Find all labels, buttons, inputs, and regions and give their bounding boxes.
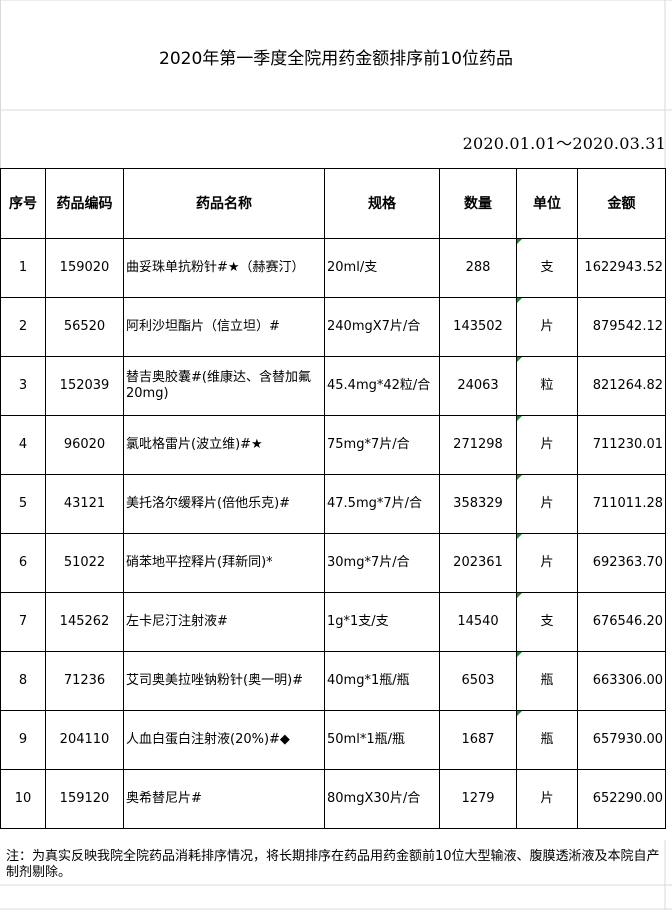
column-header-code[interactable]: 药品编码 [45, 168, 124, 239]
drug-code[interactable]: 51022 [45, 533, 124, 593]
drug-unit[interactable]: 片 [516, 415, 578, 475]
drug-quantity[interactable]: 358329 [439, 474, 517, 534]
drug-spec[interactable]: 40mg*1瓶/瓶 [324, 651, 440, 711]
table-row: 8 71236 艾司奥美拉唑钠粉针(奥一明)# 40mg*1瓶/瓶 6503 瓶… [0, 651, 666, 711]
drug-amount[interactable]: 821264.82 [577, 356, 666, 416]
drug-amount[interactable]: 711230.01 [577, 415, 666, 475]
row-number[interactable]: 7 [0, 592, 46, 652]
drug-quantity[interactable]: 14540 [439, 592, 517, 652]
drug-quantity[interactable]: 143502 [439, 297, 517, 357]
table-row: 6 51022 硝苯地平控释片(拜新同)* 30mg*7片/合 202361 片… [0, 533, 666, 593]
drug-spec[interactable]: 80mgX30片/合 [324, 769, 440, 829]
drug-unit[interactable]: 瓶 [516, 710, 578, 770]
drug-unit[interactable]: 瓶 [516, 651, 578, 711]
drug-ranking-table: 序号 药品编码 药品名称 规格 数量 单位 金额 1 159020 曲妥珠单抗粉… [0, 168, 666, 829]
drug-name[interactable]: 氯吡格雷片(波立维)#★ [123, 415, 325, 475]
date-range: 2020.01.01～2020.03.31 [462, 134, 666, 153]
row-number[interactable]: 4 [0, 415, 46, 475]
document-title: 2020年第一季度全院用药金额排序前10位药品 [159, 49, 513, 69]
drug-code[interactable]: 96020 [45, 415, 124, 475]
drug-code[interactable]: 204110 [45, 710, 124, 770]
drug-spec[interactable]: 45.4mg*42粒/合 [324, 356, 440, 416]
drug-name[interactable]: 阿利沙坦酯片（信立坦）# [123, 297, 325, 357]
drug-quantity[interactable]: 1279 [439, 769, 517, 829]
drug-unit[interactable]: 片 [516, 769, 578, 829]
drug-spec[interactable]: 1g*1支/支 [324, 592, 440, 652]
drug-name[interactable]: 曲妥珠单抗粉针#★（赫赛汀） [123, 238, 325, 298]
table-header-row: 序号 药品编码 药品名称 规格 数量 单位 金额 [0, 168, 666, 239]
table-row: 4 96020 氯吡格雷片(波立维)#★ 75mg*7片/合 271298 片 … [0, 415, 666, 475]
row-number[interactable]: 10 [0, 769, 46, 829]
table-row: 1 159020 曲妥珠单抗粉针#★（赫赛汀） 20ml/支 288 支 162… [0, 238, 666, 298]
row-number[interactable]: 2 [0, 297, 46, 357]
drug-unit[interactable]: 片 [516, 297, 578, 357]
drug-spec[interactable]: 20ml/支 [324, 238, 440, 298]
drug-amount[interactable]: 879542.12 [577, 297, 666, 357]
drug-unit[interactable]: 粒 [516, 356, 578, 416]
drug-code[interactable]: 159020 [45, 238, 124, 298]
column-header-qty[interactable]: 数量 [439, 168, 517, 239]
table-row: 2 56520 阿利沙坦酯片（信立坦）# 240mgX7片/合 143502 片… [0, 297, 666, 357]
drug-unit[interactable]: 支 [516, 238, 578, 298]
drug-amount[interactable]: 676546.20 [577, 592, 666, 652]
table-row: 5 43121 美托洛尔缓释片(倍他乐克)# 47.5mg*7片/合 35832… [0, 474, 666, 534]
drug-spec[interactable]: 47.5mg*7片/合 [324, 474, 440, 534]
drug-spec[interactable]: 75mg*7片/合 [324, 415, 440, 475]
column-header-unit[interactable]: 单位 [516, 168, 578, 239]
drug-name[interactable]: 硝苯地平控释片(拜新同)* [123, 533, 325, 593]
drug-spec[interactable]: 240mgX7片/合 [324, 297, 440, 357]
drug-spec[interactable]: 30mg*7片/合 [324, 533, 440, 593]
drug-name[interactable]: 奥希替尼片# [123, 769, 325, 829]
drug-code[interactable]: 71236 [45, 651, 124, 711]
drug-name[interactable]: 左卡尼汀注射液# [123, 592, 325, 652]
drug-quantity[interactable]: 1687 [439, 710, 517, 770]
row-number[interactable]: 8 [0, 651, 46, 711]
drug-name[interactable]: 艾司奥美拉唑钠粉针(奥一明)# [123, 651, 325, 711]
table-row: 7 145262 左卡尼汀注射液# 1g*1支/支 14540 支 676546… [0, 592, 666, 652]
drug-quantity[interactable]: 288 [439, 238, 517, 298]
drug-name[interactable]: 人血白蛋白注射液(20%)#◆ [123, 710, 325, 770]
drug-quantity[interactable]: 6503 [439, 651, 517, 711]
drug-spec[interactable]: 50ml*1瓶/瓶 [324, 710, 440, 770]
drug-code[interactable]: 159120 [45, 769, 124, 829]
table-row: 3 152039 替吉奥胶囊#(维康达、含替加氟20mg) 45.4mg*42粒… [0, 356, 666, 416]
drug-amount[interactable]: 663306.00 [577, 651, 666, 711]
row-number[interactable]: 6 [0, 533, 46, 593]
table-row: 10 159120 奥希替尼片# 80mgX30片/合 1279 片 65229… [0, 769, 666, 829]
drug-amount[interactable]: 657930.00 [577, 710, 666, 770]
drug-name[interactable]: 替吉奥胶囊#(维康达、含替加氟20mg) [123, 356, 325, 416]
drug-quantity[interactable]: 271298 [439, 415, 517, 475]
column-header-amount[interactable]: 金额 [577, 168, 666, 239]
drug-unit[interactable]: 片 [516, 533, 578, 593]
column-header-spec[interactable]: 规格 [324, 168, 440, 239]
drug-amount[interactable]: 692363.70 [577, 533, 666, 593]
drug-quantity[interactable]: 24063 [439, 356, 517, 416]
column-header-no[interactable]: 序号 [0, 168, 46, 239]
drug-code[interactable]: 152039 [45, 356, 124, 416]
drug-code[interactable]: 56520 [45, 297, 124, 357]
table-row: 9 204110 人血白蛋白注射液(20%)#◆ 50ml*1瓶/瓶 1687 … [0, 710, 666, 770]
drug-code[interactable]: 43121 [45, 474, 124, 534]
drug-amount[interactable]: 1622943.52 [577, 238, 666, 298]
row-number[interactable]: 9 [0, 710, 46, 770]
footnote: 注：为真实反映我院全院药品消耗排序情况，将长期排序在药品用药金额前10位大型输液… [6, 849, 660, 880]
row-number[interactable]: 5 [0, 474, 46, 534]
row-number[interactable]: 1 [0, 238, 46, 298]
row-number[interactable]: 3 [0, 356, 46, 416]
drug-quantity[interactable]: 202361 [439, 533, 517, 593]
drug-unit[interactable]: 支 [516, 592, 578, 652]
drug-amount[interactable]: 711011.28 [577, 474, 666, 534]
drug-amount[interactable]: 652290.00 [577, 769, 666, 829]
drug-code[interactable]: 145262 [45, 592, 124, 652]
drug-name[interactable]: 美托洛尔缓释片(倍他乐克)# [123, 474, 325, 534]
drug-unit[interactable]: 片 [516, 474, 578, 534]
column-header-name[interactable]: 药品名称 [123, 168, 325, 239]
